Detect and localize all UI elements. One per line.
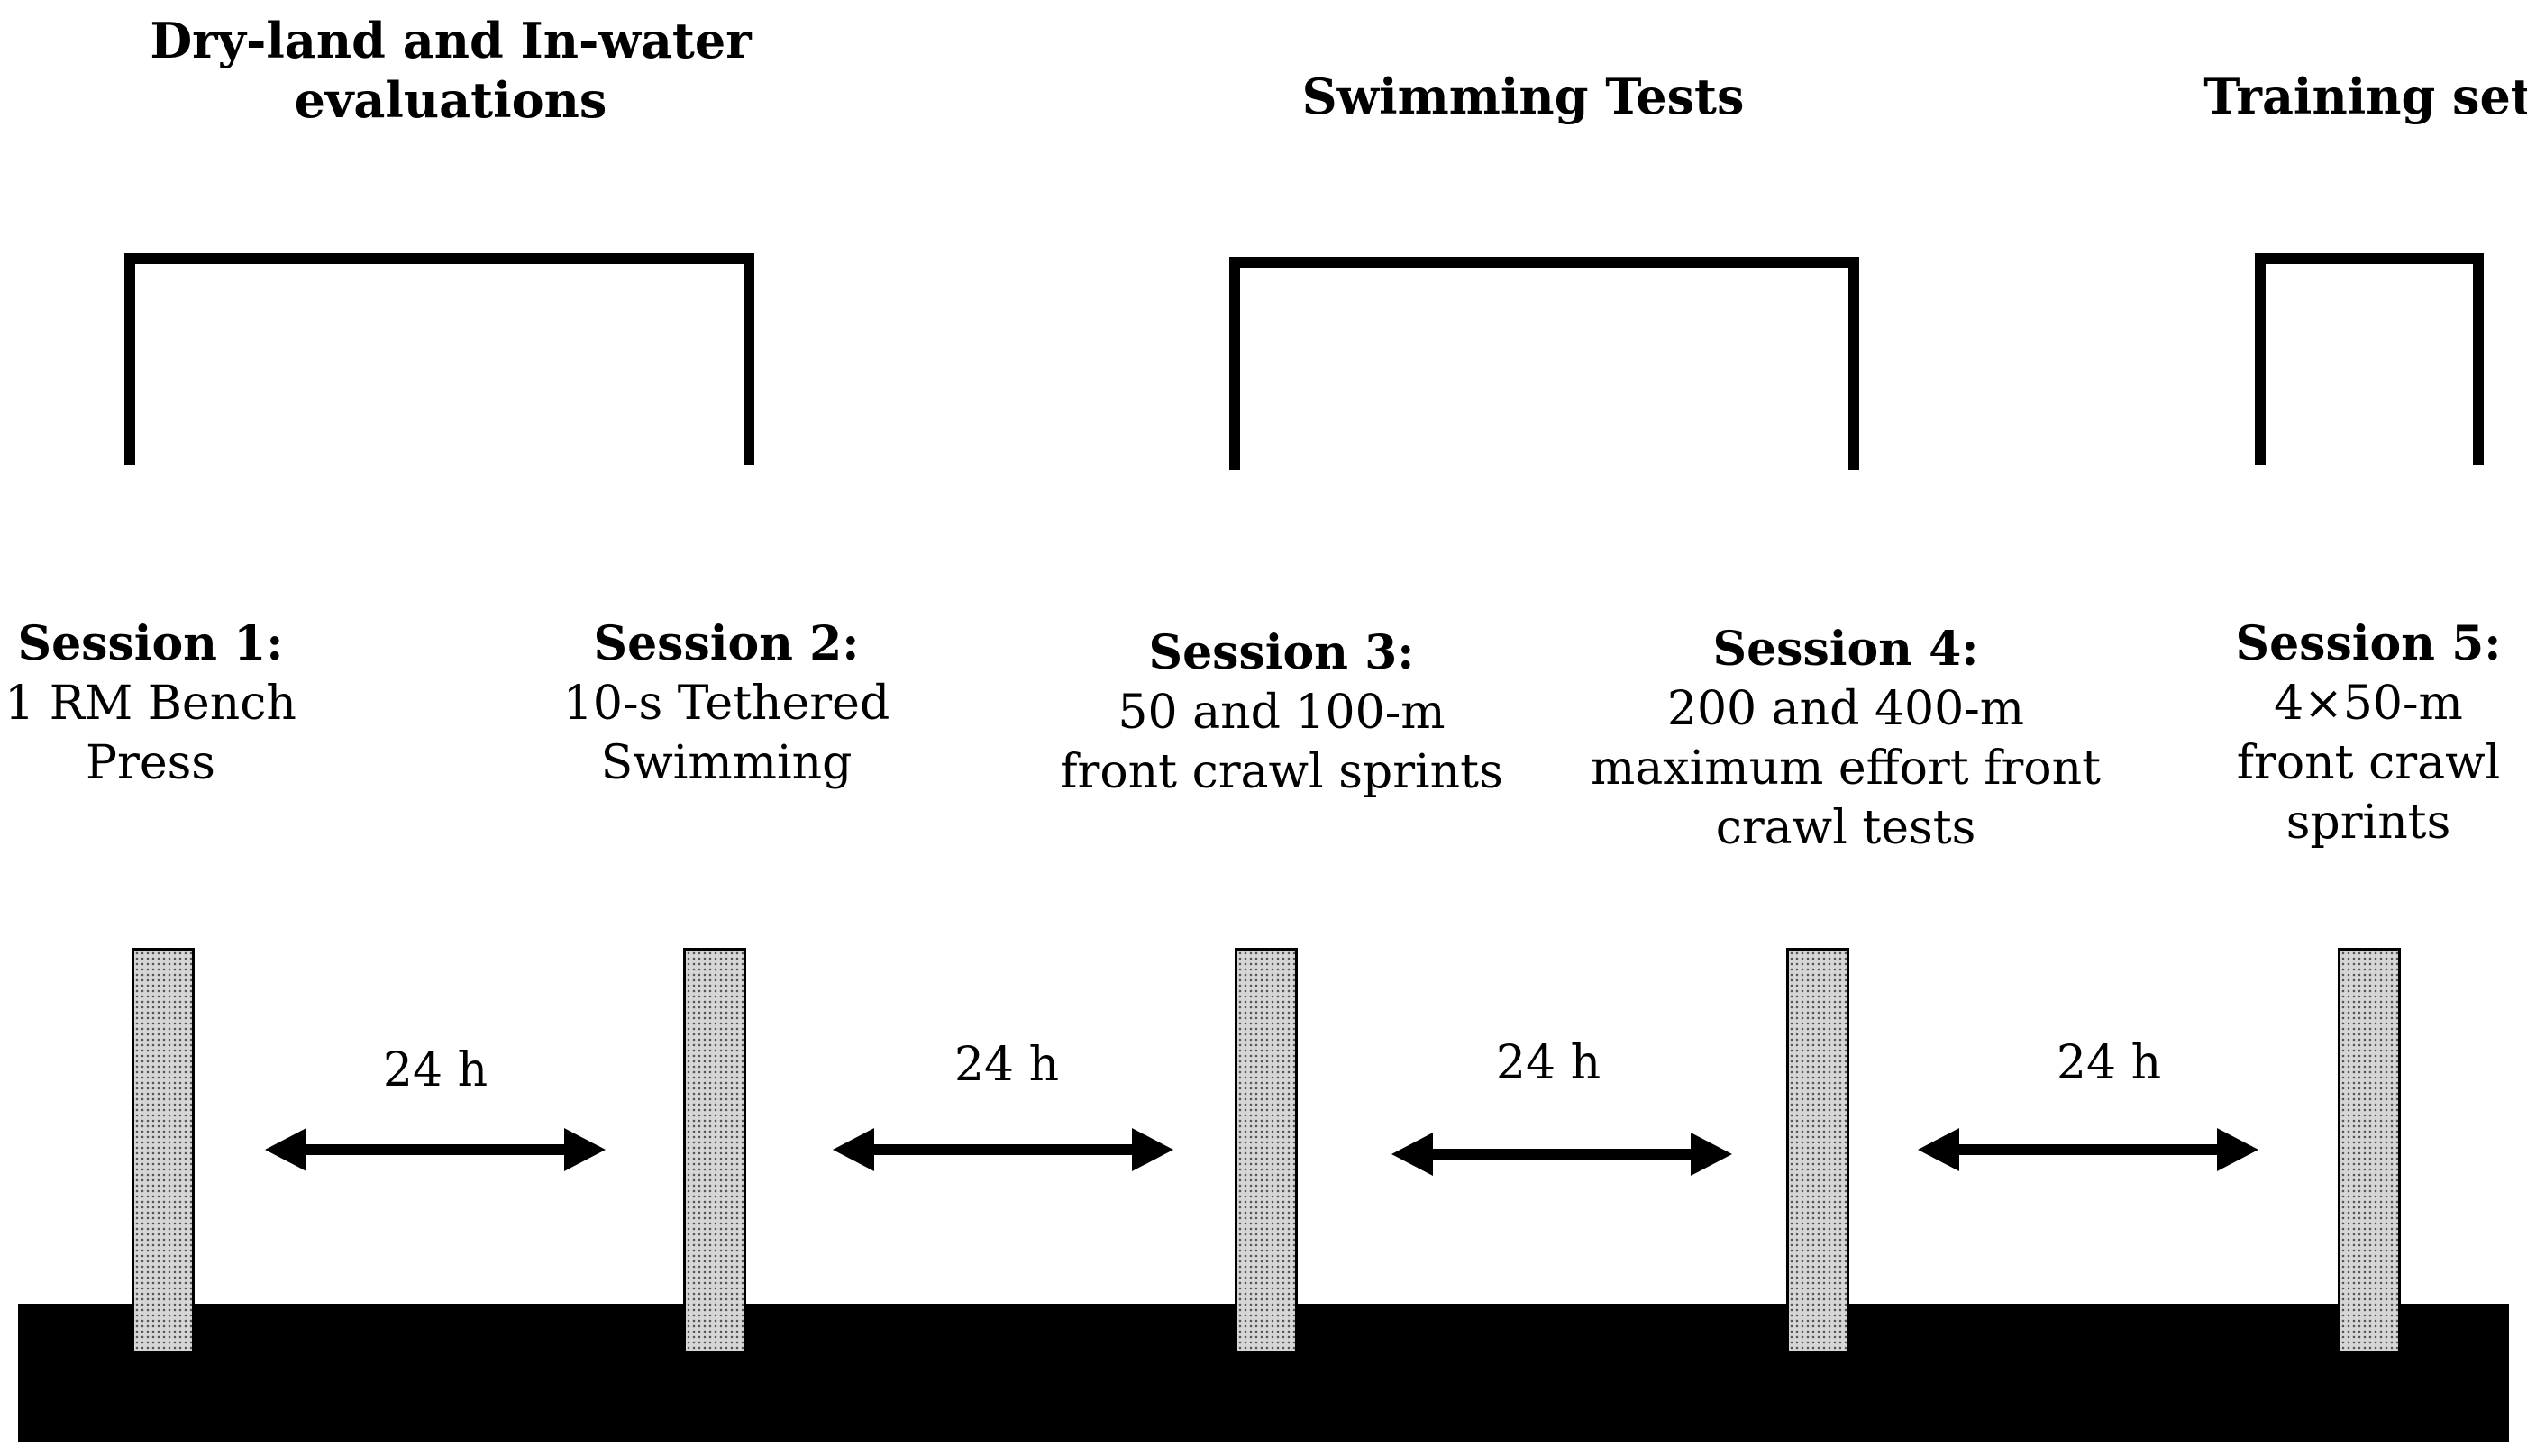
session-title: Session 5: (2235, 616, 2502, 671)
group-title-line: Swimming Tests (1301, 68, 1745, 125)
session-pillar-2 (683, 948, 746, 1353)
session-title: Session 2: (593, 616, 860, 671)
double-arrow-3-4 (1391, 1133, 1732, 1176)
session-description-line: Swimming (600, 736, 853, 790)
session-title: Session 1: (17, 616, 284, 671)
session-description-line: Press (85, 736, 215, 790)
session-description-line: crawl tests (1715, 801, 1976, 855)
interval-label-2-3: 24 h (953, 1038, 1060, 1092)
interval-label-4-5: 24 h (2056, 1036, 2162, 1090)
session-label-1: Session 1: 1 RM Bench Press (5, 614, 296, 793)
group-title-dry-land: Dry-land and In-water evaluations (150, 11, 751, 130)
session-pillar-5 (2338, 948, 2401, 1353)
double-arrow-1-2 (265, 1128, 606, 1171)
session-description-line: 200 and 400-m (1666, 682, 2025, 736)
group-bracket-training-set (2255, 253, 2484, 465)
session-pillar-4 (1786, 948, 1849, 1353)
session-pillar-1 (132, 948, 195, 1353)
group-bracket-swimming-tests (1229, 257, 1859, 470)
group-title-line: Training set (2203, 68, 2527, 125)
double-arrow-2-3 (833, 1128, 1173, 1171)
session-description-line: sprints (2285, 796, 2451, 850)
session-description-line: front crawl sprints (1060, 745, 1503, 799)
session-label-3: Session 3: 50 and 100-m front crawl spri… (1060, 623, 1503, 802)
session-label-4: Session 4: 200 and 400-m maximum effort … (1591, 620, 2101, 858)
session-description-line: 10-s Tethered (562, 677, 890, 731)
session-description-line: 50 and 100-m (1118, 686, 1446, 740)
session-title: Session 4: (1712, 622, 1979, 677)
double-arrow-4-5 (1918, 1128, 2258, 1171)
session-description-line: 4×50-m (2274, 677, 2463, 731)
group-title-swimming-tests: Swimming Tests (1302, 67, 1745, 126)
group-title-line: Dry-land and In-water (150, 12, 752, 69)
interval-label-3-4: 24 h (1495, 1036, 1601, 1090)
session-label-5: Session 5: 4×50-m front crawl sprints (2236, 614, 2502, 852)
group-title-line: evaluations (294, 71, 607, 129)
session-description-line: 1 RM Bench (5, 677, 296, 731)
session-label-2: Session 2: 10-s Tethered Swimming (563, 614, 889, 793)
group-bracket-dry-land (124, 253, 754, 465)
session-pillar-3 (1235, 948, 1298, 1353)
group-title-training-set: Training set (2203, 67, 2527, 126)
interval-label-1-2: 24 h (382, 1043, 488, 1097)
session-description-line: front crawl (2236, 736, 2501, 790)
session-description-line: maximum effort front (1590, 742, 2102, 796)
session-title: Session 3: (1148, 625, 1415, 680)
